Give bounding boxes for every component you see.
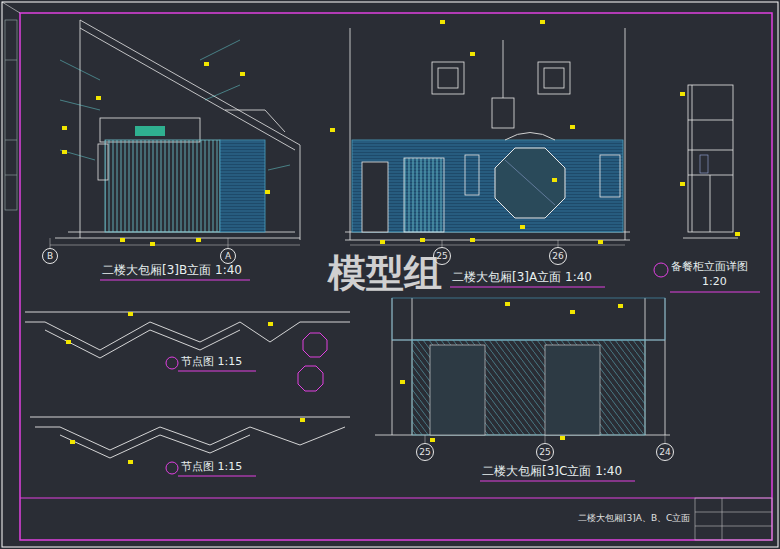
view-title: 二楼大包厢[3]A立面 1:40 bbox=[452, 271, 592, 285]
view-title: 备餐柜立面详图 bbox=[671, 261, 748, 274]
scale-label: 1:20 bbox=[702, 276, 727, 289]
grid-label: 24 bbox=[659, 448, 670, 457]
grid-label: B bbox=[47, 252, 53, 261]
grid-label: 25 bbox=[419, 448, 430, 457]
grid-label: 26 bbox=[552, 252, 563, 261]
grid-bubble: 25 bbox=[536, 443, 554, 461]
grid-bubble: 25 bbox=[416, 443, 434, 461]
watermark: 模型组 bbox=[328, 252, 442, 296]
grid-label: 25 bbox=[539, 448, 550, 457]
sheet-title: 二楼大包厢[3]A、B、C立面 bbox=[578, 513, 690, 523]
view-title: 二楼大包厢[3]B立面 1:40 bbox=[102, 264, 242, 278]
grid-bubble: A bbox=[220, 248, 236, 264]
grid-bubble: 26 bbox=[549, 247, 567, 265]
grid-bubble: 24 bbox=[656, 443, 674, 461]
grid-bubble: B bbox=[42, 248, 58, 264]
view-title: 节点图 1:15 bbox=[181, 356, 242, 369]
grid-label: A bbox=[225, 252, 231, 261]
view-title: 二楼大包厢[3]C立面 1:40 bbox=[482, 465, 622, 479]
view-title: 节点图 1:15 bbox=[181, 461, 242, 474]
